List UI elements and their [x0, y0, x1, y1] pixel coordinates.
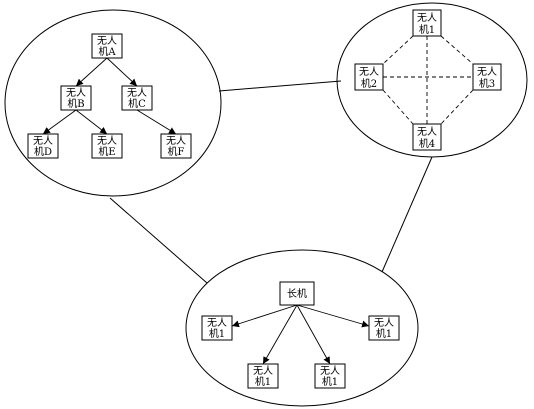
node-label-line1: 无人 [417, 126, 437, 138]
tree-cluster-ellipse [4, 9, 222, 197]
node-box [91, 33, 123, 59]
node-label-line2: 机B [67, 97, 84, 110]
node-uav-e: 无人 机E [91, 133, 123, 159]
node-label-line2: 机D [34, 145, 52, 158]
link-tree-to-leader [109, 197, 208, 284]
node-follower-left: 无人 机1 [201, 315, 233, 341]
node-label-line1: 无人 [66, 87, 86, 99]
node-uav-2: 无人 机2 [354, 63, 384, 91]
dashed-link-3-4 [440, 89, 474, 125]
node-box [279, 281, 315, 306]
arrow-leader-to-bottom-left [262, 304, 298, 365]
node-box [412, 9, 442, 37]
dashed-link-2-4 [382, 89, 414, 125]
node-label-line1: 无人 [33, 135, 53, 147]
node-follower-right: 无人 机1 [368, 315, 400, 341]
dashed-link-1-2 [382, 35, 414, 65]
node-label-line1: 无人 [253, 365, 273, 377]
node-label-line1: 无人 [477, 66, 497, 78]
mesh-cluster: 无人 机1 无人 机2 无人 机3 无人 机4 [354, 9, 502, 151]
node-uav-1: 无人 机1 [412, 9, 442, 37]
node-label-line2: 机A [98, 45, 116, 58]
node-label-line1: 无人 [97, 35, 117, 47]
node-uav-3: 无人 机3 [472, 63, 502, 91]
node-label-line1: 无人 [374, 317, 394, 329]
mesh-cluster-ellipse [336, 2, 528, 158]
dashed-link-1-3 [440, 35, 474, 65]
node-box [60, 85, 92, 111]
node-box [91, 133, 123, 159]
leader-cluster-ellipse [185, 249, 419, 407]
link-mesh-to-leader [381, 156, 433, 273]
node-label-line1: 无人 [320, 365, 340, 377]
node-follower-bottom-left: 无人 机1 [247, 363, 279, 389]
node-label-line2: 机1 [376, 327, 392, 340]
arrow-b-to-d [42, 109, 77, 135]
node-label-line1: 无人 [207, 317, 227, 329]
arrow-c-to-f [136, 109, 177, 135]
node-label-line1: 无人 [97, 135, 117, 147]
node-box [472, 63, 502, 91]
node-label-line2: 机1 [255, 375, 271, 388]
node-label-line1: 无人 [359, 66, 379, 78]
node-box [201, 315, 233, 341]
node-uav-a: 无人 机A [91, 33, 123, 59]
node-label-line2: 机3 [479, 77, 495, 90]
node-leader: 长机 [279, 281, 315, 306]
node-label-line2: 机1 [322, 375, 338, 388]
arrow-leader-to-right [296, 304, 370, 328]
arrow-a-to-b [75, 57, 108, 87]
node-box [247, 363, 279, 389]
node-label-line1: 无人 [166, 135, 186, 147]
arrow-leader-to-bottom-right [296, 304, 331, 365]
leader-label: 长机 [287, 287, 307, 300]
node-label-line2: 机2 [361, 77, 377, 90]
node-label-line1: 无人 [127, 87, 147, 99]
node-box [314, 363, 346, 389]
node-uav-f: 无人 机F [160, 133, 192, 159]
node-box [368, 315, 400, 341]
node-label-line2: 机1 [209, 327, 225, 340]
node-box [160, 133, 192, 159]
leader-cluster: 长机 无人 机1 无人 机1 无人 机1 无人 机1 [201, 281, 400, 389]
node-box [412, 123, 442, 151]
node-follower-bottom-right: 无人 机1 [314, 363, 346, 389]
link-tree-to-mesh [218, 80, 342, 92]
node-label-line2: 机E [98, 145, 115, 158]
node-uav-d: 无人 机D [27, 133, 59, 159]
tree-cluster: 无人 机A 无人 机B 无人 机C 无人 机D 无人 机E 无人 机F [27, 33, 192, 159]
arrow-b-to-e [75, 109, 108, 135]
node-uav-b: 无人 机B [60, 85, 92, 111]
node-label-line2: 机1 [419, 23, 435, 36]
node-uav-4: 无人 机4 [412, 123, 442, 151]
arrow-a-to-c [106, 57, 138, 87]
node-label-line2: 机F [168, 145, 185, 158]
node-box [27, 133, 59, 159]
arrow-leader-to-left [231, 304, 298, 328]
node-box [354, 63, 384, 91]
node-label-line1: 无人 [417, 12, 437, 24]
node-label-line2: 机4 [419, 137, 435, 150]
node-box [121, 85, 153, 111]
node-label-line2: 机C [128, 97, 146, 110]
node-uav-c: 无人 机C [121, 85, 153, 111]
